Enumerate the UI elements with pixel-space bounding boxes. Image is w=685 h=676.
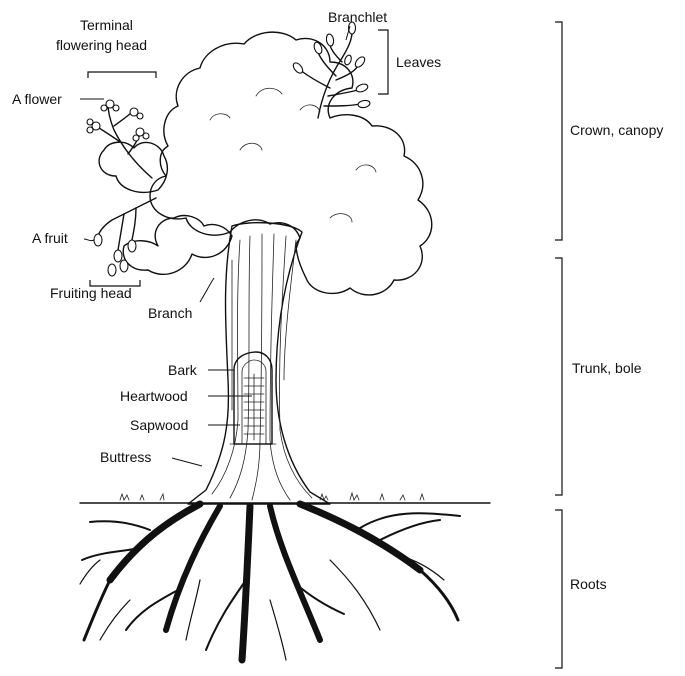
region-crown: Crown, canopy	[570, 122, 663, 138]
label-a-flower: A flower	[12, 91, 62, 107]
flower-cluster	[87, 100, 149, 141]
ground-line	[80, 493, 490, 503]
roots-bracket	[555, 510, 562, 668]
label-leaves: Leaves	[396, 54, 441, 70]
fruit-cluster	[94, 234, 136, 276]
region-roots: Roots	[570, 576, 607, 592]
label-buttress: Buttress	[100, 449, 151, 465]
region-trunk: Trunk, bole	[572, 360, 642, 376]
label-terminal-line2: flowering head	[56, 37, 147, 53]
terminal-bracket	[88, 72, 156, 78]
trunk	[188, 223, 330, 504]
branchlet	[291, 22, 370, 118]
branch-leader	[200, 278, 214, 302]
label-branchlet: Branchlet	[328, 9, 387, 25]
flowering-branch	[87, 100, 152, 178]
leaves-bracket	[378, 30, 388, 94]
annotation-labels: Terminal flowering head A flower A fruit…	[12, 9, 441, 466]
label-bark: Bark	[168, 362, 198, 378]
label-terminal-line1: Terminal	[80, 17, 133, 33]
crown-bracket	[555, 22, 562, 240]
region-brackets: Crown, canopy Trunk, bole Roots	[555, 22, 663, 668]
trunk-bracket	[555, 258, 562, 495]
fruiting-branch	[94, 198, 156, 276]
label-sapwood: Sapwood	[130, 417, 188, 433]
roots	[80, 504, 460, 660]
label-branch: Branch	[148, 305, 192, 321]
label-a-fruit: A fruit	[32, 230, 68, 246]
label-heartwood: Heartwood	[120, 388, 188, 404]
buttress-leader	[172, 458, 202, 466]
fruit-leader	[84, 239, 94, 241]
label-fruiting-head: Fruiting head	[50, 285, 132, 301]
